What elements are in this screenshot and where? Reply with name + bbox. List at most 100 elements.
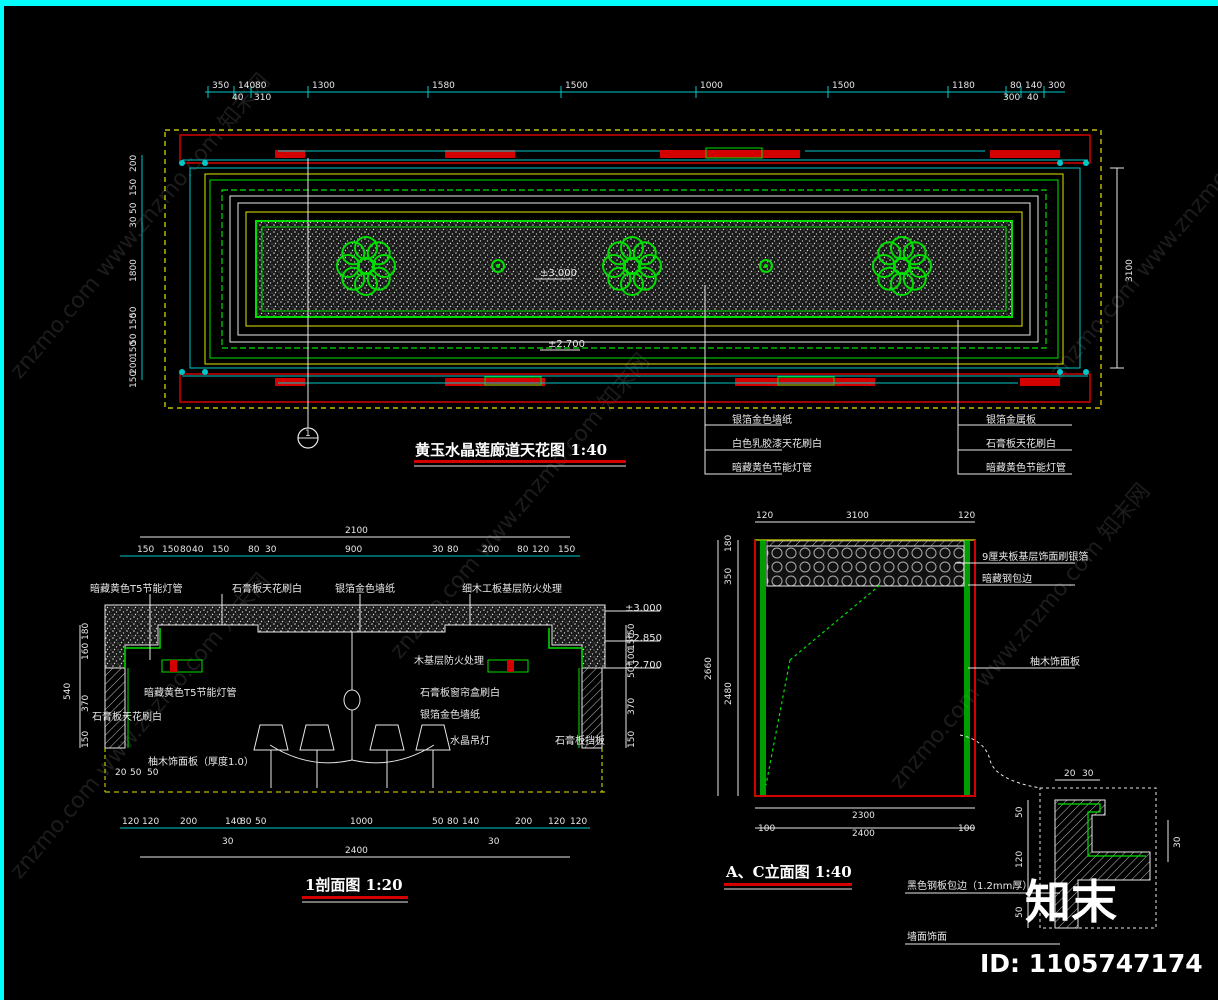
plan-lower-level: ±2.700 (548, 339, 585, 350)
detail-link-line (959, 734, 1041, 789)
section-bottom-dim: 80 (447, 817, 459, 827)
plan-top-dim: 140 (1025, 81, 1042, 91)
detail-steel-edge (1058, 803, 1146, 857)
elevation-view: 120 3100 120 180 350 2660 2480 2300 100 … (704, 511, 1088, 890)
wall-segment (1020, 378, 1060, 386)
plan-trim-white-inner (237, 202, 1031, 336)
plan-callout-right-1: 银箔金属板 (986, 413, 1036, 426)
section-bottom-dim: 50 (432, 817, 444, 827)
detail-dim-2: 30 (1082, 769, 1094, 779)
wall-segment (275, 150, 305, 158)
plan-left-dim: 200 (129, 155, 139, 172)
plan-top-sub-dim: 310 (254, 93, 271, 103)
plan-right-dim: 3100 (1125, 259, 1135, 282)
plan-left-dim: 150 (129, 313, 139, 330)
flower-ornament (336, 236, 396, 296)
section-bottom-sub-1: 30 (222, 837, 234, 847)
elev-ceiling-top (766, 540, 965, 547)
elev-bottom-dim-3: 2400 (852, 829, 875, 839)
plan-top-dim: 350 (212, 81, 229, 91)
section-wall-right (581, 667, 603, 749)
section-left-dim: 540 (63, 683, 73, 700)
wall-segment (275, 378, 305, 386)
plan-left-dim: 150 (129, 179, 139, 196)
dim-ticks-top (207, 86, 1045, 98)
section-right-dim: 150 (627, 731, 637, 748)
watermark-text: znzmo.com www.znzmo.com 知末网 (1045, 69, 1218, 384)
plan-bottom-wall (179, 373, 1091, 403)
section-top-dim: 80 (517, 545, 529, 555)
section-top-dim: 900 (345, 545, 362, 555)
section-label: 石膏板天花刷白 (232, 582, 302, 595)
plan-top-wall (179, 134, 1091, 164)
elev-left-post (760, 540, 766, 796)
elev-top-dim-3: 120 (958, 511, 975, 521)
plan-left-dim: 50 (129, 333, 139, 345)
section-title: 1剖面图 1:20 (305, 876, 403, 894)
section-bottom-sub-2: 30 (488, 837, 500, 847)
section-level-2: ±2.850 (625, 633, 662, 644)
detail-dim-1: 20 (1064, 769, 1076, 779)
section-bottom-dim: 200 (515, 817, 532, 827)
section-right-dim: 150 (627, 633, 637, 650)
light-tube (507, 660, 514, 672)
plan-trim-white (229, 195, 1039, 343)
plan-trim-green (209, 179, 1059, 359)
flower-ornament (602, 236, 662, 296)
section-bottom-dim: 120 (142, 817, 159, 827)
plan-top-dim: 300 (1048, 81, 1065, 91)
section-right-dim: 370 (627, 698, 637, 715)
section-label: 石膏板天花刷白 (92, 710, 162, 723)
section-bottom-small-dim: 20 (115, 768, 127, 778)
trim-green (548, 628, 583, 668)
section-top-dim: 40 (192, 545, 204, 555)
plan-top-dim: 1300 (312, 81, 335, 91)
elev-label-1: 9厘夹板基层饰面刷银箔 (982, 550, 1088, 563)
wall-segment (445, 378, 545, 386)
section-label: 石膏板挡板 (555, 734, 605, 747)
plan-title-underline (414, 460, 626, 463)
light-tube (170, 660, 177, 672)
plan-top-dim: 1000 (700, 81, 723, 91)
section-marker-number: 1 (305, 429, 311, 439)
small-ornament (759, 259, 773, 273)
section-title-underline (302, 896, 408, 899)
section-left-dim: 370 (81, 695, 91, 712)
section-bottom-dim: 80 (240, 817, 252, 827)
trim-green (124, 628, 161, 668)
plan-callout-right-3: 暗藏黄色节能灯管 (986, 461, 1066, 474)
elev-right-post (964, 540, 970, 796)
plan-left-dim: 1800 (129, 259, 139, 282)
elev-top-dim-2: 3100 (846, 511, 869, 521)
section-label: 暗藏黄色T5节能灯管 (144, 686, 236, 699)
plan-callout-right-2: 石膏板天花刷白 (986, 437, 1056, 450)
section-top-total: 2100 (345, 526, 368, 536)
wall-segment (735, 378, 875, 386)
light-cove (161, 659, 203, 673)
elev-bottom-dim-4: 100 (958, 824, 975, 834)
detail-dim-6: 30 (1173, 836, 1183, 848)
plan-trim-outer (204, 173, 1064, 365)
elev-curtain-line (765, 659, 791, 786)
brand-logo: 知末 (1025, 875, 1117, 929)
frame-left-border (0, 0, 4, 1000)
plan-title: 黄玉水晶莲廊道天花图 1:40 (415, 441, 607, 459)
elev-top-dim-1: 120 (756, 511, 773, 521)
section-bottom-dim: 120 (548, 817, 565, 827)
plan-outer-boundary (164, 129, 1102, 409)
wall-segment (660, 150, 800, 158)
plan-left-dim: 150 (129, 371, 139, 388)
section-right-dim: 50 (627, 666, 637, 678)
elev-left-dim-1: 180 (724, 535, 734, 552)
section-bottom-dim: 120 (570, 817, 587, 827)
section-label: 水晶吊灯 (450, 735, 490, 747)
section-top-dim: 200 (482, 545, 499, 555)
section-level-1: ±3.000 (625, 603, 662, 614)
section-label: 细木工板基层防火处理 (462, 582, 562, 595)
section-bottom-small-dim: 50 (130, 768, 142, 778)
